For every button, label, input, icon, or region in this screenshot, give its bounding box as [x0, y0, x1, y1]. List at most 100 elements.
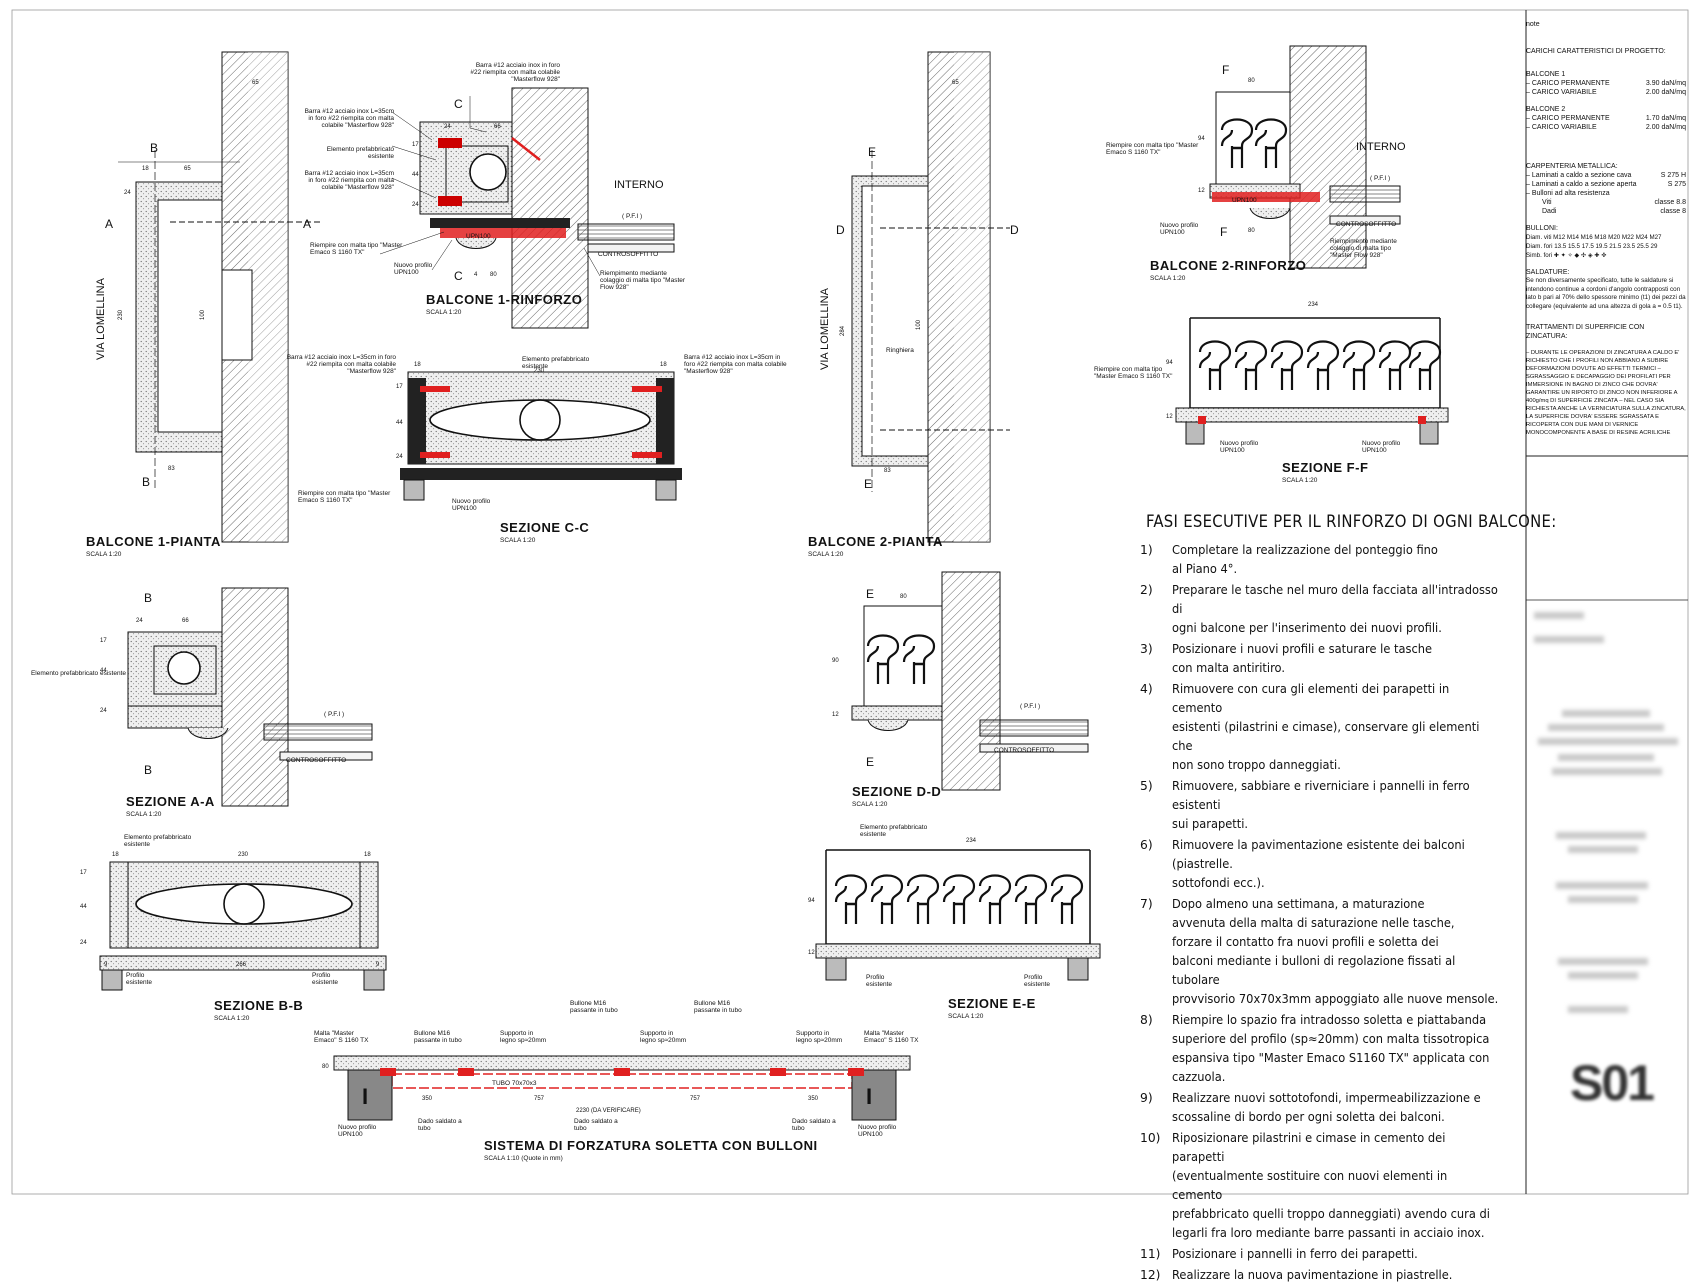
row-value: 3.90 daN/mq: [1645, 80, 1686, 87]
drawing-sheet: BALCONE 1-PIANTA SCALA 1:20 VIA LOMELLIN…: [11, 9, 1689, 1195]
pfi-label-dd: ( P.F.I ): [1020, 703, 1040, 710]
fasi-item-text: Rimuovere la pavimentazione esistente de…: [1172, 838, 1465, 890]
note-b1r-6: Riempimento mediante colaggio di malta t…: [600, 270, 686, 291]
dim-label: 24: [396, 454, 403, 460]
dim-label: 24: [412, 202, 419, 208]
pfi-label-2: ( P.F.I ): [1370, 175, 1390, 182]
fasi-item-number: 8): [1140, 1013, 1153, 1027]
sezione-bb-scale: SCALA 1:20: [214, 1015, 250, 1022]
section-e-bottom: E: [864, 477, 872, 491]
ringhiera-label: Ringhiera: [886, 347, 914, 354]
fasi-item-number: 9): [1140, 1091, 1153, 1105]
interno-label-2: INTERNO: [1356, 141, 1406, 153]
section-b-bottom: B: [142, 475, 150, 489]
fasi-list: 1)Completare la realizzazione del ponteg…: [1140, 541, 1525, 1285]
note-b1r-2: Elemento prefabbricato esistente: [326, 146, 394, 160]
dim-label: 24: [124, 190, 131, 196]
interno-label-1: INTERNO: [614, 179, 664, 191]
balcone1-rinforzo-scale: SCALA 1:20: [426, 309, 462, 316]
dim-label: 4: [474, 272, 478, 278]
sezione-dd: SEZIONE D-D SCALA 1:20 CONTROSOFFITTO ( …: [832, 571, 1089, 808]
fasi-item: 9)Realizzare nuovi sottotofondi, imperme…: [1140, 1089, 1525, 1127]
dim-label: 100: [916, 319, 922, 330]
via-lomellina-label-1: VIA LOMELLINA: [95, 277, 107, 360]
sezione-ff: SEZIONE F-F SCALA 1:20 Riempire con malt…: [1094, 302, 1449, 484]
fasi-item-text: Riempire lo spazio fra intradosso solett…: [1172, 1013, 1490, 1084]
dim-label: 284: [840, 325, 846, 336]
balcone2-pianta: BALCONE 2-PIANTA SCALA 1:20 VIA LOMELLIN…: [808, 51, 1019, 558]
upn100-label: UPN100: [466, 233, 491, 240]
dim-label: 44: [396, 420, 403, 426]
note-b2r-2: Riempimento mediante colaggio di malta t…: [1330, 238, 1397, 259]
section-b-bottom-aa: B: [144, 763, 152, 777]
note-sys-7: Malta "Master Emaco" S 1160 TX: [864, 1030, 919, 1044]
dim-label: 18: [112, 852, 119, 858]
sezione-ee: SEZIONE E-E SCALA 1:20 Elemento prefabbr…: [808, 824, 1101, 1020]
fasi-item-number: 2): [1140, 583, 1153, 597]
section-e-top: E: [868, 145, 876, 159]
note-header: note: [1526, 21, 1540, 28]
dim-label: 17: [100, 638, 107, 644]
fasi-esecutive: FASI ESECUTIVE PER IL RINFORZO DI OGNI B…: [1140, 512, 1557, 1287]
pfi-label: ( P.F.I ): [622, 213, 642, 220]
sezione-aa: SEZIONE A-A SCALA 1:20 Elemento prefabbr…: [31, 587, 373, 818]
row-value: classe 8: [1660, 208, 1686, 215]
dim-label: 24: [100, 708, 107, 714]
fasi-item-text: Rimuovere, sabbiare e riverniciare i pan…: [1172, 779, 1470, 831]
fasi-item-number: 4): [1140, 682, 1153, 696]
dim-label: 12: [1198, 188, 1205, 194]
note-sys-4: Supporto in legno sp≈20mm: [640, 1030, 687, 1044]
via-lomellina-label-2: VIA LOMELLINA: [819, 287, 831, 370]
row-value: classe 8.8: [1654, 199, 1686, 206]
balcone2-pianta-scale: SCALA 1:20: [808, 551, 844, 558]
sezione-ee-title: SEZIONE E-E: [948, 996, 1036, 1011]
dim-label: 17: [396, 384, 403, 390]
sistema-scale: SCALA 1:10 (Quote in mm): [484, 1155, 563, 1162]
section-a-left: A: [105, 217, 113, 231]
dim-label: 80: [1248, 228, 1255, 234]
dim-label: 230: [534, 368, 545, 374]
note-sys-0: Malta "Master Emaco" S 1160 TX: [314, 1030, 369, 1044]
carp-row-2: – Bulloni ad alta resistenza: [1526, 189, 1686, 198]
dim-label: 94: [1166, 360, 1173, 366]
fasi-item: 8) Riempire lo spazio fra intradosso sole…: [1140, 1011, 1525, 1087]
note-bb-0: Elemento prefabbricato esistente: [124, 834, 192, 848]
fasi-item-number: 7): [1140, 897, 1153, 911]
note-sys-6: Supporto in legno sp≈20mm: [796, 1030, 843, 1044]
note-b1r-4: Riempire con malta tipo "Master Emaco S …: [310, 242, 403, 256]
note-sys-1: Bullone M16 passante in tubo: [414, 1030, 462, 1044]
dim-label: 230: [238, 852, 249, 858]
fasi-title: FASI ESECUTIVE PER IL RINFORZO DI OGNI B…: [1146, 512, 1557, 531]
section-d-right: D: [1010, 223, 1019, 237]
note-sys-5: Bullone M16 passante in tubo: [694, 1000, 742, 1014]
fasi-item: 2)Preparare le tasche nel muro della fac…: [1140, 581, 1525, 638]
dim-label: 18: [414, 362, 421, 368]
dim-label: 17: [80, 870, 87, 876]
note-cc-4: Nuovo profilo UPN100: [452, 498, 491, 512]
note-b1r-5: Nuovo profilo UPN100: [394, 262, 433, 276]
note-sys-3: Bullone M16 passante in tubo: [570, 1000, 618, 1014]
balcone1-rinforzo-title: BALCONE 1-RINFORZO: [426, 292, 582, 307]
upn100-label-2: UPN100: [1232, 197, 1257, 204]
fasi-item-number: 12): [1140, 1268, 1161, 1282]
pfi-label-aa: ( P.F.I ): [324, 711, 344, 718]
dim-label: 65: [952, 80, 959, 86]
sheet-code: S01: [1570, 1055, 1655, 1111]
sezione-bb-title: SEZIONE B-B: [214, 998, 303, 1013]
balcone2-heading: BALCONE 2: [1526, 106, 1566, 113]
dim-label: 80: [322, 1064, 329, 1070]
row-label: Dadi: [1542, 208, 1557, 215]
tubo-label: TUBO 70x70x3: [492, 1080, 537, 1087]
row-value: S 275 H: [1660, 172, 1686, 179]
sezione-bb: SEZIONE B-B SCALA 1:20 Elemento prefabbr…: [80, 834, 387, 1022]
sezione-cc: SEZIONE C-C SCALA 1:20 Barra #12 acciaio…: [287, 354, 787, 544]
note-sys-2: Supporto in legno sp≈20mm: [500, 1030, 547, 1044]
balcone1-heading: BALCONE 1: [1526, 71, 1566, 78]
row-label: – Bulloni ad alta resistenza: [1526, 190, 1610, 197]
balcone1-pianta: BALCONE 1-PIANTA SCALA 1:20 VIA LOMELLIN…: [86, 51, 320, 558]
title-block-blurred: [1528, 606, 1682, 1046]
dim-label: 65: [184, 166, 191, 172]
